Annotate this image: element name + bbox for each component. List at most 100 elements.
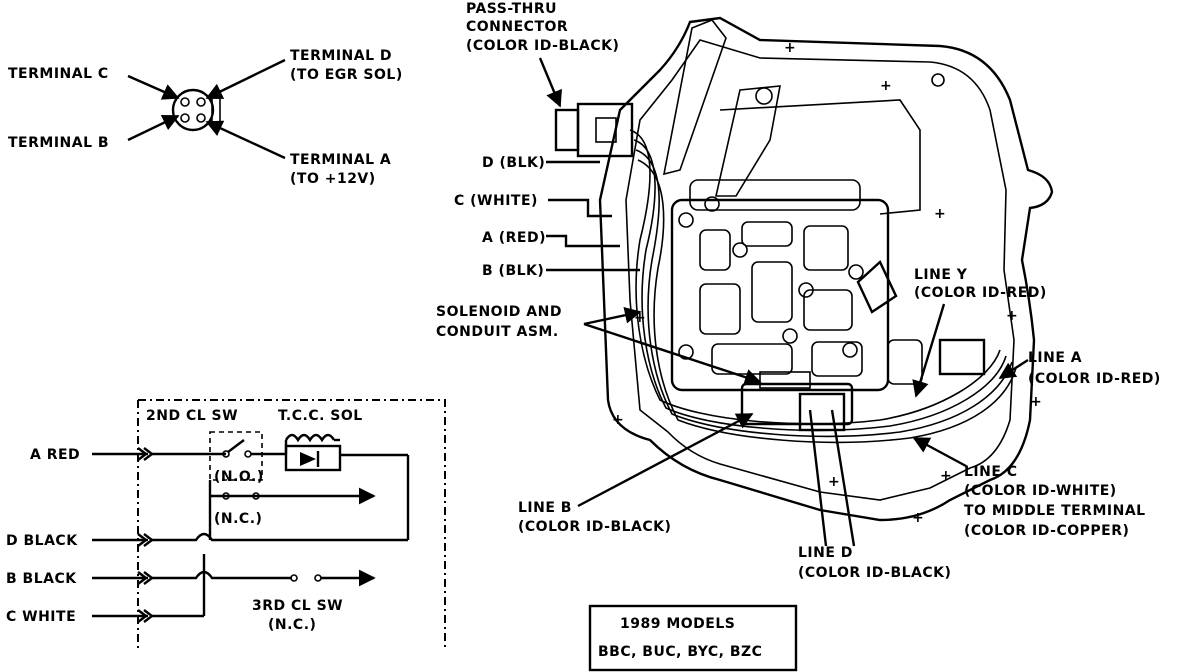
schematic-enclosure bbox=[137, 399, 446, 648]
models-box: 1989 MODELS BBC, BUC, BYC, BZC bbox=[588, 604, 798, 672]
terminal-d-note: (TO EGR SOL) bbox=[290, 67, 403, 83]
solenoid-label-1: SOLENOID AND bbox=[436, 304, 562, 320]
b-black-bus bbox=[152, 570, 292, 580]
wire-b-label: B (BLK) bbox=[482, 263, 544, 279]
b-black-label: B BLACK bbox=[6, 571, 77, 587]
right-connector bbox=[938, 338, 986, 376]
nc-contact-right bbox=[252, 492, 260, 500]
nc-contact-left bbox=[222, 492, 230, 500]
mount-markers: + + + + + + + + + + bbox=[612, 40, 1042, 526]
models-list: BBC, BUC, BYC, BZC bbox=[598, 644, 762, 660]
third-cl-contact-left bbox=[290, 574, 298, 582]
svg-text:+: + bbox=[612, 412, 624, 428]
models-frame bbox=[588, 604, 798, 672]
svg-text:+: + bbox=[828, 474, 840, 490]
third-cl-sw-label: 3RD CL SW bbox=[252, 598, 343, 614]
valve-body-plate bbox=[670, 198, 890, 392]
terminal-d-pointer bbox=[205, 58, 286, 100]
tcc-solenoid-coil-icon bbox=[284, 433, 336, 443]
bolt-hole bbox=[678, 212, 694, 228]
terminal-b-pin bbox=[180, 113, 190, 123]
terminal-b-pointer bbox=[127, 114, 180, 142]
pressure-switch bbox=[856, 260, 898, 314]
terminal-c-pointer bbox=[127, 74, 180, 100]
wiring-harness bbox=[629, 129, 1017, 444]
wire-c-label: C (WHITE) bbox=[454, 193, 538, 209]
bolt-hole bbox=[704, 196, 720, 212]
solenoid-label-2: CONDUIT ASM. bbox=[436, 324, 559, 340]
models-title: 1989 MODELS bbox=[620, 616, 735, 632]
passage-3 bbox=[803, 225, 849, 271]
second-cl-switch-box bbox=[209, 431, 263, 481]
switch-contact-left bbox=[222, 450, 230, 458]
second-cl-sw-label: 2ND CL SW bbox=[146, 408, 238, 424]
switch-contact-right bbox=[244, 450, 252, 458]
line-y-label-2: (COLOR ID-RED) bbox=[914, 285, 1047, 301]
bolt-hole bbox=[678, 344, 694, 360]
line-b-pointer bbox=[577, 412, 754, 508]
svg-text:+: + bbox=[1006, 308, 1018, 324]
terminal-d-pin bbox=[196, 97, 206, 107]
line-b-label-1: LINE B bbox=[518, 500, 572, 516]
terminal-a-pointer bbox=[205, 120, 286, 160]
wire-c-leader bbox=[548, 198, 612, 218]
bolt-hole bbox=[931, 73, 945, 87]
filler-tube bbox=[662, 19, 727, 176]
line-y-label-1: LINE Y bbox=[914, 267, 968, 283]
passage-6 bbox=[803, 289, 853, 331]
transmission-labels: PASS-THRU CONNECTOR (COLOR ID-BLACK) D (… bbox=[436, 1, 1161, 581]
pass-thru-pointer bbox=[538, 57, 562, 108]
passage-2 bbox=[741, 221, 793, 247]
passage-4 bbox=[699, 283, 741, 335]
bolt-hole bbox=[842, 342, 858, 358]
svg-text:+: + bbox=[934, 206, 946, 222]
line-d-label-1: LINE D bbox=[798, 545, 853, 561]
a-red-label: A RED bbox=[30, 447, 80, 463]
line-b-label-2: (COLOR ID-BLACK) bbox=[518, 519, 671, 535]
terminal-c-label: TERMINAL C bbox=[8, 66, 109, 82]
bolt-hole bbox=[848, 264, 864, 280]
line-c-label-3: TO MIDDLE TERMINAL bbox=[964, 503, 1146, 519]
line-d-label-2: (COLOR ID-BLACK) bbox=[798, 565, 951, 581]
line-a-label-2: (COLOR ID-RED) bbox=[1028, 371, 1161, 387]
pass-thru-label-1: PASS-THRU bbox=[466, 1, 557, 17]
valve-body-cover bbox=[689, 179, 861, 211]
bolt-hole bbox=[798, 282, 814, 298]
tcc-sol-label: T.C.C. SOL bbox=[278, 408, 363, 424]
upper-bracket-inner bbox=[719, 99, 921, 215]
pass-thru-body bbox=[576, 102, 634, 158]
c-white-label: C WHITE bbox=[6, 609, 76, 625]
line-c-label-2: (COLOR ID-WHITE) bbox=[964, 483, 1117, 499]
bolt-hole bbox=[732, 242, 748, 258]
tcc-solenoid-box bbox=[284, 444, 342, 472]
solenoid-cap bbox=[798, 392, 846, 432]
svg-text:+: + bbox=[1030, 394, 1042, 410]
right-switch-body bbox=[887, 339, 923, 385]
passage-5 bbox=[751, 261, 793, 323]
svg-text:+: + bbox=[784, 40, 796, 56]
passage-1 bbox=[699, 229, 731, 271]
svg-text:+: + bbox=[940, 468, 952, 484]
electrical-schematic: 2ND CL SW T.C.C. SOL A RED (N.O.) (N.C.)… bbox=[6, 399, 446, 648]
d-black-label: D BLACK bbox=[6, 533, 78, 549]
third-nc-label: (N.C.) bbox=[268, 617, 316, 633]
wire-a-label: A (RED) bbox=[482, 230, 546, 246]
line-d-pointer-1 bbox=[808, 409, 828, 547]
upper-bracket bbox=[714, 85, 781, 197]
line-c-label-1: LINE C bbox=[964, 464, 1018, 480]
connector-detail: TERMINAL C TERMINAL B TERMINAL D (TO EGR… bbox=[8, 48, 403, 187]
diode-icon bbox=[300, 452, 316, 466]
pass-thru-label-3: (COLOR ID-BLACK) bbox=[466, 38, 619, 54]
pass-thru-connector bbox=[554, 108, 580, 152]
pass-thru-label-2: CONNECTOR bbox=[466, 19, 568, 35]
terminal-a-pin bbox=[196, 113, 206, 123]
svg-text:+: + bbox=[912, 510, 924, 526]
terminal-a-label: TERMINAL A bbox=[290, 152, 391, 168]
terminal-c-pin bbox=[180, 97, 190, 107]
solenoid-pointer-1 bbox=[583, 306, 642, 326]
third-cl-contact-right bbox=[314, 574, 322, 582]
line-a-label-1: LINE A bbox=[1028, 350, 1082, 366]
no-label: (N.O.) bbox=[214, 469, 264, 485]
line-d-pointer-2 bbox=[830, 409, 856, 547]
